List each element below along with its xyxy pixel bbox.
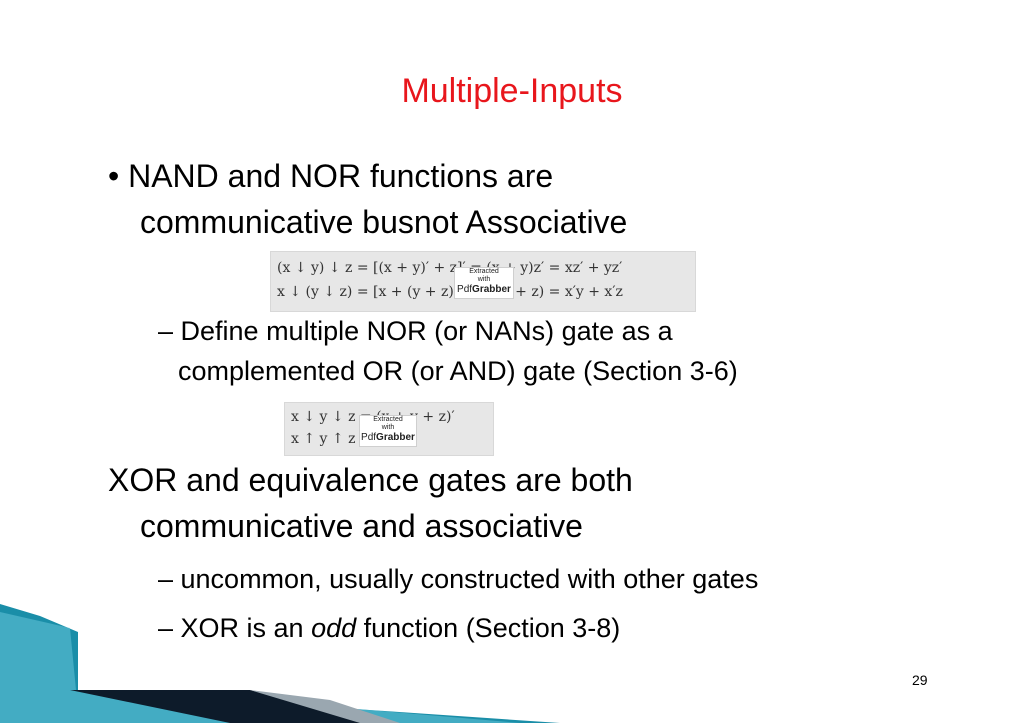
sub-bullet-3-emphasis: odd — [311, 613, 357, 643]
sub-bullet-3-suffix: function (Section 3-8) — [356, 613, 621, 643]
watermark-1-line-2: with — [477, 276, 491, 283]
watermark-badge-1: Extracted with PdfGrabber — [454, 267, 514, 299]
sub-bullet-3: – XOR is an odd function (Section 3-8) — [158, 613, 620, 644]
watermark-2-line-2: with — [381, 424, 395, 431]
equation-image-2: x ↓ y ↓ z = (x + y + z)′ x ↑ y ↑ z = (xy… — [284, 402, 494, 456]
slide-panel — [78, 40, 1024, 690]
sub-bullet-2: – uncommon, usually constructed with oth… — [158, 564, 759, 594]
watermark-1-brand: PdfGrabber — [457, 284, 511, 295]
swoosh-grey — [250, 690, 400, 723]
sub-bullet-1-line-2: complemented OR (or AND) gate (Section 3… — [178, 356, 738, 386]
page-number: 29 — [912, 672, 928, 688]
sub-bullet-3-prefix: – XOR is an — [158, 613, 312, 643]
watermark-1-line-1: Extracted — [469, 268, 499, 275]
equation-image-1: (x ↓ y) ↓ z = [(x + y)′ + z]′ = (x + y)z… — [270, 251, 696, 312]
swoosh-dark — [70, 690, 380, 723]
bullet-2-line-2: communicative and associative — [140, 508, 583, 544]
bullet-1-line-2: communicative busnot Associative — [140, 204, 628, 240]
watermark-badge-2: Extracted with PdfGrabber — [359, 415, 417, 447]
bullet-1-line-1: • NAND and NOR functions are — [108, 158, 554, 194]
bullet-2-line-1: XOR and equivalence gates are both — [108, 462, 633, 498]
slide-title: Multiple-Inputs — [401, 72, 623, 110]
watermark-2-line-1: Extracted — [373, 416, 403, 423]
sub-bullet-1-line-1: – Define multiple NOR (or NANs) gate as … — [158, 316, 673, 346]
equation-1-row-1: (x ↓ y) ↓ z = [(x + y)′ + z]′ = (x + y)z… — [277, 260, 623, 276]
equation-1-row-2: x ↓ (y ↓ z) = [x + (y + z)′]′ = x′(y + z… — [277, 284, 623, 300]
watermark-2-brand: PdfGrabber — [361, 432, 415, 443]
